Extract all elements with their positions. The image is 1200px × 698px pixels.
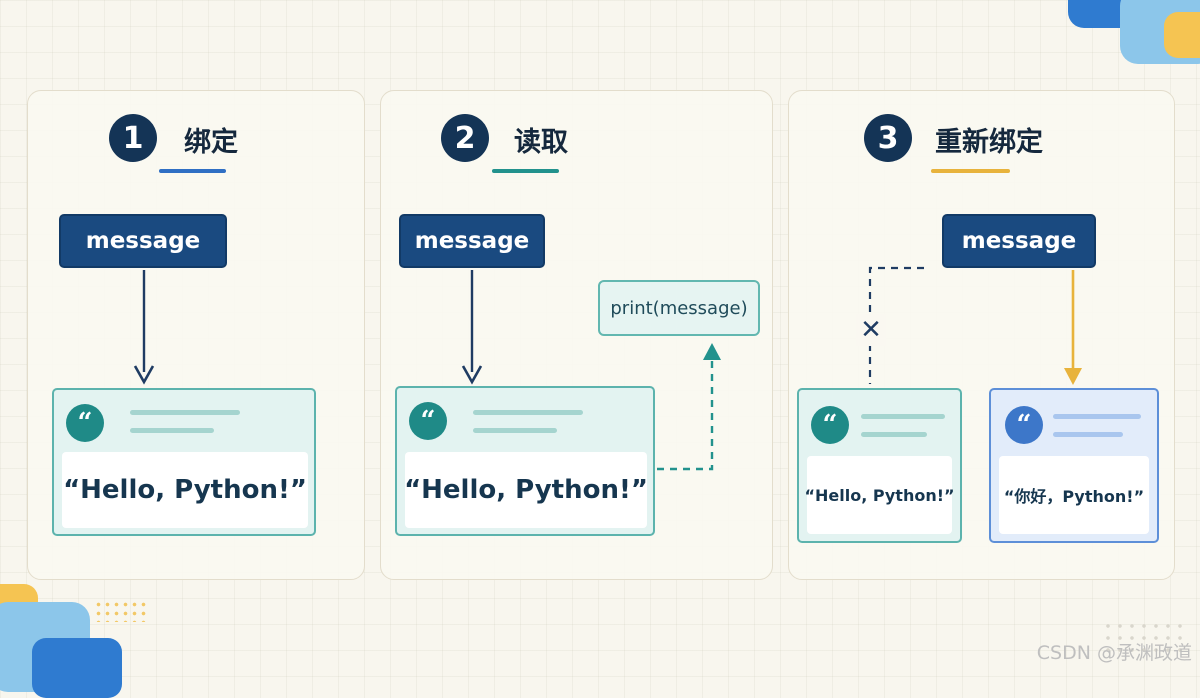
step-number-3: 3 [864,114,912,162]
text-placeholder-line [473,428,557,433]
new-string-value: “你好，Python!” [999,456,1149,534]
underline-step-2 [492,169,559,173]
step-title-bind: 绑定 [184,127,238,158]
rebinding-arrow-head [1064,368,1082,385]
quote-icon: “ [66,404,104,442]
text-placeholder-line [130,428,214,433]
variable-box-message: message [399,214,545,268]
old-string-value: “Hello, Python!” [804,456,955,534]
text-placeholder-line [1053,432,1123,437]
string-value: “Hello, Python!” [404,452,648,528]
read-dashed-arrow [657,358,714,471]
text-placeholder-line [130,410,240,415]
underline-step-1 [159,169,226,173]
text-placeholder-line [861,432,927,437]
variable-box-message: message [942,214,1096,268]
quote-icon: “ [811,406,849,444]
watermark: CSDN @承渊政道 [1036,642,1192,664]
step-number-1: 1 [109,114,157,162]
dot-pattern [1102,620,1188,660]
binding-arrow-head [133,365,155,385]
step-title-read: 读取 [514,127,568,158]
text-placeholder-line [1053,414,1141,419]
value-card-hello-python: “ “Hello, Python!” [52,388,316,536]
connector-arrows [133,266,1082,471]
text-placeholder-line [861,414,945,419]
binding-arrow-head [461,365,483,385]
quote-icon: “ [1005,406,1043,444]
print-call-box: print(message) [598,280,760,336]
read-arrow-head [703,343,721,360]
corner-decoration-top-right [1068,0,1200,64]
value-card-hello-python: “ “Hello, Python!” [395,386,655,536]
variable-box-message: message [59,214,227,268]
underline-step-3 [931,169,1010,173]
text-placeholder-line [473,410,583,415]
step-title-rebind: 重新绑定 [935,127,1043,158]
new-value-card: “ “你好，Python!” [989,388,1159,543]
broken-link-x-icon: ✕ [856,314,886,346]
quote-icon: “ [409,402,447,440]
step-number-2: 2 [441,114,489,162]
old-value-card: “ “Hello, Python!” [797,388,962,543]
string-value: “Hello, Python!” [62,452,308,528]
